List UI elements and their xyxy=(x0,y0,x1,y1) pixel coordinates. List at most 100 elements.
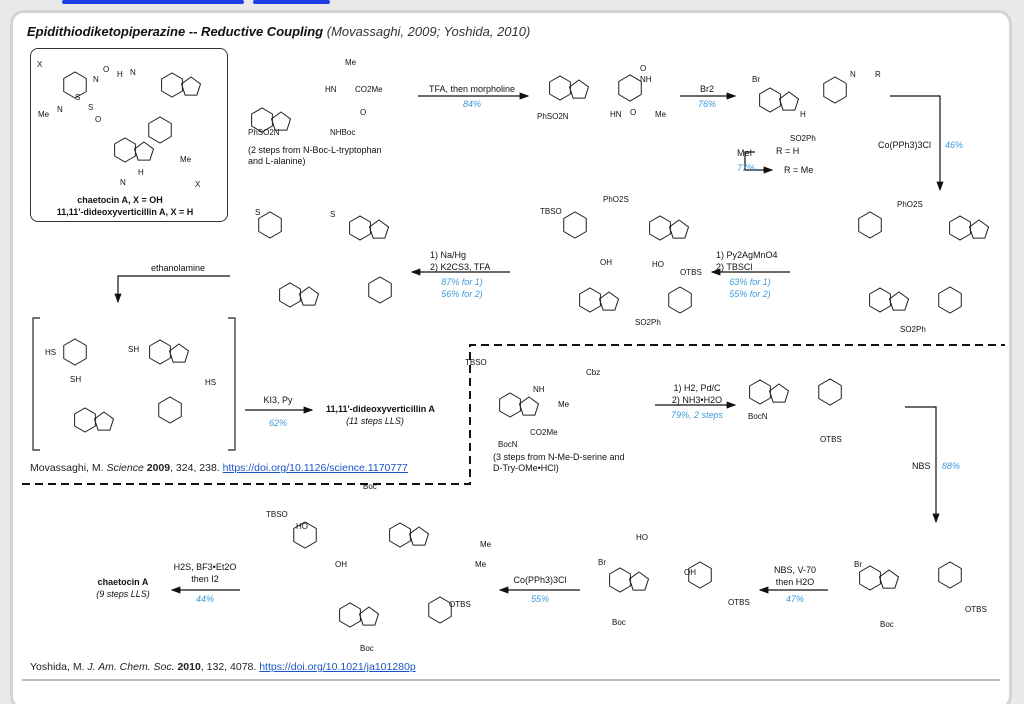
ring-bond xyxy=(749,379,771,405)
bracket-left xyxy=(32,317,40,451)
yield: 76% xyxy=(697,99,717,109)
ring-bond xyxy=(293,521,317,549)
ring-bond xyxy=(568,79,590,99)
ring-bond xyxy=(778,91,800,111)
ring-bond xyxy=(688,561,712,589)
atom-label: OH xyxy=(600,258,612,267)
ring-bond xyxy=(859,565,881,591)
product-steps: (9 steps LLS) xyxy=(96,589,150,599)
ring-bond xyxy=(668,219,690,239)
atom-label: H xyxy=(800,110,806,119)
ring-bond xyxy=(878,569,900,589)
ring-bond xyxy=(148,116,172,144)
doi-link[interactable]: https://doi.org/10.1021/ja101280p xyxy=(259,661,416,673)
target-label-verticillin: 11,11'-dideoxyverticillin A, X = H xyxy=(56,207,194,217)
yield: 87% for 1) xyxy=(441,277,483,287)
atom-label: N xyxy=(130,68,136,77)
atom-label: HN xyxy=(325,85,337,94)
atom-label: H xyxy=(117,70,123,79)
atom-label: S xyxy=(75,93,81,102)
sm-note: (2 steps from N-Boc-L-tryptophan and L-a… xyxy=(248,145,382,166)
atom-label: HN xyxy=(610,110,622,119)
target-label-chaetocin: chaetocin A, X = OH xyxy=(77,195,163,205)
atom-label: BocN xyxy=(748,412,768,421)
atom-label: CO2Me xyxy=(530,428,558,437)
atom-label: Boc xyxy=(360,644,374,653)
reaction-arrow xyxy=(114,275,230,304)
reagent: NBS, V-70 xyxy=(773,565,817,575)
atom-label: R xyxy=(875,70,881,79)
ref-volume: , 132, 4078. xyxy=(200,661,260,673)
ring-bond xyxy=(759,87,781,113)
atom-label: PhSO2N xyxy=(248,128,280,137)
yield: 44% xyxy=(195,594,215,604)
atom-label: N xyxy=(93,75,99,84)
atom-label: SH xyxy=(128,345,140,354)
ref-year: 2010 xyxy=(177,661,201,673)
sm-note: (3 steps from N-Me-D-serine and D-Try-OM… xyxy=(493,452,625,473)
reaction-arrow xyxy=(905,406,940,524)
atom-label: O xyxy=(103,65,110,74)
reference-movassaghi: Movassaghi, M. Science 2009, 324, 238. h… xyxy=(30,462,408,474)
atom-label: SH xyxy=(70,375,82,384)
product-name: 11,11'-dideoxyverticillin A xyxy=(326,404,435,414)
ring-bond xyxy=(768,383,790,403)
title-main: Epidithiodiketopiperazine -- Reductive C… xyxy=(27,24,324,39)
reagent: Co(PPh3)3Cl xyxy=(878,140,932,150)
atom-label: O xyxy=(640,64,647,73)
atom-label: HO xyxy=(652,260,664,269)
ring-bond xyxy=(161,72,183,98)
ring-bond xyxy=(158,396,182,424)
atom-label: N xyxy=(850,70,856,79)
atom-label: OTBS xyxy=(680,268,702,277)
ring-bond xyxy=(168,343,190,363)
atom-label: Br xyxy=(598,558,606,567)
slide-title: Epidithiodiketopiperazine -- Reductive C… xyxy=(27,24,530,39)
atom-label: BocN xyxy=(498,440,518,449)
atom-label: O xyxy=(630,108,637,117)
reagent: TFA, then morpholine xyxy=(428,84,516,94)
product-name: chaetocin A xyxy=(97,577,149,587)
ring-bond xyxy=(858,211,882,239)
atom-label: Br xyxy=(854,560,862,569)
atom-label: Me xyxy=(475,560,487,569)
ring-bond xyxy=(618,74,642,102)
ring-bond xyxy=(389,522,411,548)
doi-link[interactable]: https://doi.org/10.1126/science.1170777 xyxy=(222,462,408,474)
atom-label: Me xyxy=(38,110,50,119)
ring-bond xyxy=(609,567,631,593)
reference-yoshida: Yoshida, M. J. Am. Chem. Soc. 2010, 132,… xyxy=(30,661,416,673)
atom-label: OTBS xyxy=(965,605,987,614)
browser-tab-indicator[interactable] xyxy=(62,0,244,4)
atom-label: NH xyxy=(533,385,545,394)
atom-label: N xyxy=(120,178,126,187)
ref-volume: , 324, 238. xyxy=(170,462,223,474)
ring-bond xyxy=(114,137,136,163)
atom-label: Br xyxy=(752,75,760,84)
ring-bond xyxy=(938,286,962,314)
ring-bond xyxy=(938,561,962,589)
atom-label: OH xyxy=(335,560,347,569)
ring-bond xyxy=(358,606,380,626)
browser-tab-indicator[interactable] xyxy=(253,0,330,4)
yield: 56% for 2) xyxy=(441,289,483,299)
yield: 55% for 2) xyxy=(729,289,771,299)
atom-label: NHBoc xyxy=(330,128,356,137)
ring-bond xyxy=(628,571,650,591)
ring-bond xyxy=(368,219,390,239)
reagent: 1) Na/Hg xyxy=(430,250,467,260)
ring-bond xyxy=(270,111,292,131)
reagent: then I2 xyxy=(191,574,219,584)
ring-bond xyxy=(74,407,96,433)
atom-label: TBSO xyxy=(266,510,288,519)
ring-bond xyxy=(968,219,990,239)
target-structure-box xyxy=(30,48,228,222)
reagent: KI3, Py xyxy=(263,395,293,405)
atom-label: Me xyxy=(558,400,570,409)
atom-label: HO xyxy=(636,533,648,542)
reagent: Co(PPh3)3Cl xyxy=(513,575,567,585)
atom-label: TBSO xyxy=(465,358,487,367)
ring-bond xyxy=(149,339,171,365)
